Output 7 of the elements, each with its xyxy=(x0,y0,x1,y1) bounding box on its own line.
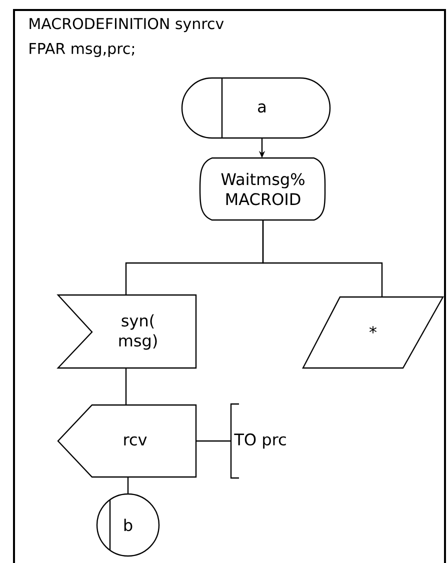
flow-line xyxy=(196,440,231,442)
flow-line xyxy=(262,220,383,297)
heading-text: FPAR msg,prc; xyxy=(30,42,134,58)
flow-line xyxy=(127,477,129,494)
flow-line xyxy=(125,368,127,405)
heading-text: MACRODEFINITION synrcv xyxy=(30,18,224,32)
comment-bracket: TO prc xyxy=(230,403,286,479)
